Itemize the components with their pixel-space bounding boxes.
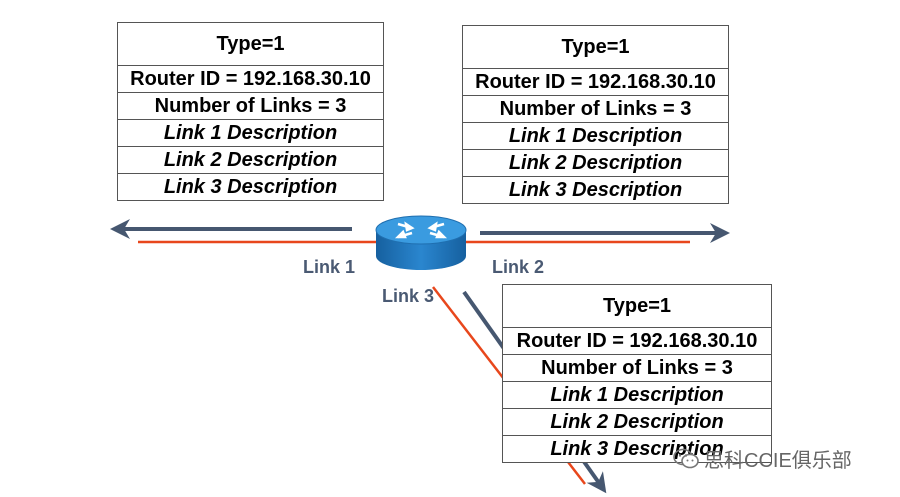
lsa-link-description: Link 2 Description [463, 149, 728, 176]
lsa-type: Type=1 [561, 35, 630, 58]
router-lsa-table-1: Type=1 Router ID = 192.168.30.10 Number … [117, 22, 384, 201]
lsa-number-of-links: Number of Links = 3 [118, 92, 383, 119]
lsa-link-description: Link 3 Description [463, 176, 728, 203]
link1-label: Link 1 [303, 257, 356, 277]
router-lsa-table-3: Type=1 Router ID = 192.168.30.10 Number … [502, 284, 772, 463]
lsa-router-id: Router ID = 192.168.30.10 [118, 65, 383, 92]
watermark-text: 思科CCIE俱乐部 [704, 450, 852, 472]
lsa-link-description: Link 1 Description [118, 119, 383, 146]
link2-label: Link 2 [492, 257, 545, 277]
lsa-router-id: Router ID = 192.168.30.10 [463, 68, 728, 95]
lsa-type: Type=1 [603, 294, 671, 317]
lsa-number-of-links: Number of Links = 3 [503, 354, 771, 381]
lsa-router-id: Router ID = 192.168.30.10 [503, 327, 771, 354]
link3-label: Link 3 [382, 286, 435, 306]
lsa-link-description: Link 3 Description [118, 173, 383, 200]
lsa-link-description: Link 2 Description [118, 146, 383, 173]
lsa-link-description: Link 1 Description [463, 122, 728, 149]
lsa-link-description: Link 2 Description [503, 408, 771, 435]
router-icon [375, 215, 467, 270]
lsa-number-of-links: Number of Links = 3 [463, 95, 728, 122]
lsa-type: Type=1 [216, 32, 285, 55]
wechat-icon [673, 448, 699, 468]
router-lsa-table-2: Type=1 Router ID = 192.168.30.10 Number … [462, 25, 729, 204]
lsa-link-description: Link 1 Description [503, 381, 771, 408]
watermark: 思科CCIE俱乐部 [672, 444, 852, 473]
